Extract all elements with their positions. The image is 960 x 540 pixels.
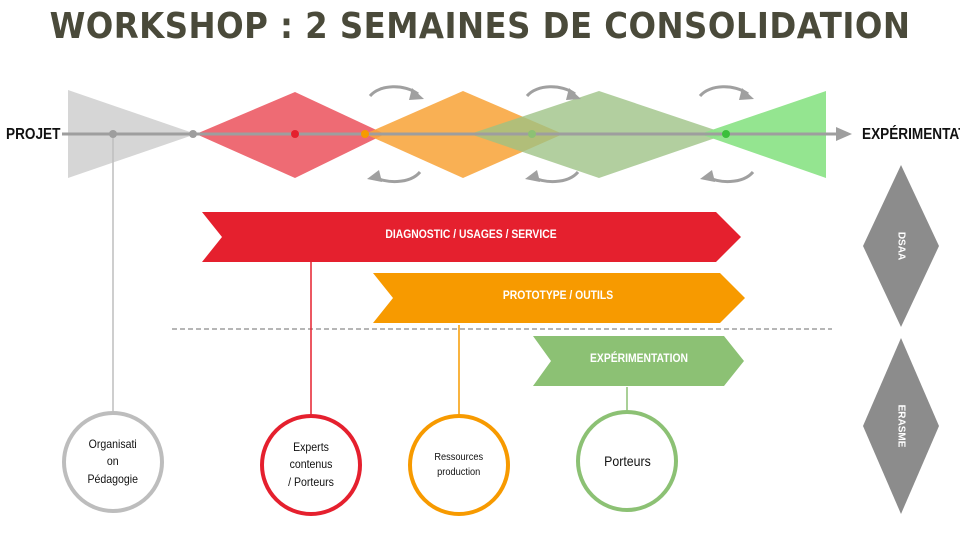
cycle-arrowheads	[367, 88, 754, 182]
timeline-dot-grey-1	[109, 130, 117, 138]
circle-organisation: Organisati on Pédagogie	[62, 411, 164, 513]
side-diamond-erasme	[863, 338, 939, 514]
bar-experimentation-label: EXPÉRIMENTATION	[590, 353, 688, 365]
axis-start-label: PROJET	[6, 126, 61, 143]
timeline-dot-orange	[361, 130, 369, 138]
side-label-dsaa: DSAA	[895, 231, 907, 261]
axis-end-label: EXPÉRIMENTATI	[862, 126, 960, 143]
timeline-dot-green	[528, 130, 536, 138]
circle-experts-label: Experts contenus / Porteurs	[288, 439, 334, 489]
timeline-dot-grey-2	[189, 130, 197, 138]
bar-experimentation	[533, 336, 744, 386]
circle-organisation-label: Organisati on Pédagogie	[87, 436, 139, 486]
timeline-dot-bright-green	[722, 130, 730, 138]
bar-prototype-label: PROTOTYPE / OUTILS	[502, 290, 614, 302]
circle-porteurs: Porteurs	[576, 410, 678, 512]
side-label-erasme: ERASME	[895, 404, 907, 448]
circle-ressources: Ressources production	[408, 414, 510, 516]
circle-experts: Experts contenus / Porteurs	[260, 414, 362, 516]
side-diamond-dsaa	[863, 165, 939, 327]
bar-diagnostic	[202, 212, 741, 262]
page-title: WORKSHOP : 2 SEMAINES DE CONSOLIDATION	[49, 6, 911, 47]
bar-diagnostic-label: DIAGNOSTIC / USAGES / SERVICE	[385, 229, 557, 241]
circle-ressources-label: Ressources production	[434, 450, 484, 478]
timeline-arrowhead	[836, 127, 852, 141]
circle-porteurs-label: Porteurs	[603, 452, 651, 469]
bar-prototype	[373, 273, 745, 323]
timeline-dot-red	[291, 130, 299, 138]
